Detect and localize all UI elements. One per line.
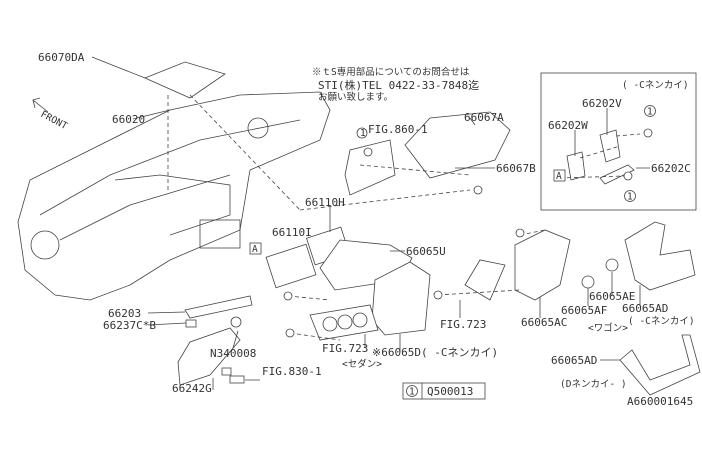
label-66202V: 66202V xyxy=(582,97,622,110)
note-line-1: ※ｔS専用部品についてのお問合せは xyxy=(312,66,470,78)
label-66203: 66203 xyxy=(108,307,141,320)
label-66065U: 66065U xyxy=(406,245,446,258)
label-66065D: ※66065D( -Cネンカイ) xyxy=(372,346,498,359)
label-66237CB: 66237C*B xyxy=(103,319,156,332)
label-fig-860-1: FIG.860-1 xyxy=(368,123,428,136)
label-66067B: 66067B xyxy=(496,162,536,175)
label-66065AE: 66065AE xyxy=(589,290,635,303)
diagram-id: A660001645 xyxy=(627,395,693,408)
label-66202W: 66202W xyxy=(548,119,588,132)
label-66065AC: 66065AC xyxy=(521,316,567,329)
label-sedan: <セダン> xyxy=(342,358,382,370)
label-66070DA: 66070DA xyxy=(38,51,85,64)
note-line-2: STI(株)TEL 0422-33-7848迄 xyxy=(318,78,479,92)
legend-part: Q500013 xyxy=(427,385,473,398)
vent-drawing xyxy=(265,243,317,289)
label-66065AF: 66065AF xyxy=(561,304,607,317)
upper-box-drawing xyxy=(404,111,511,179)
label-66065AD-2: 66065AD xyxy=(551,354,597,367)
label-66242G: 66242G xyxy=(172,382,212,395)
label-66202C: 66202C xyxy=(651,162,691,175)
dashboard-panel-drawing xyxy=(17,91,331,301)
label-d-nenkai: (Dネンカイ- ) xyxy=(560,379,627,390)
label-66067A: 66067A xyxy=(464,111,504,124)
label-wagon: <ワゴン> xyxy=(588,322,628,334)
label-66020: 66020 xyxy=(112,113,145,126)
callout-1: 1 xyxy=(360,128,366,139)
inset-callout-top: 1 xyxy=(647,107,653,118)
label-N340008: N340008 xyxy=(210,347,256,360)
label-c-nenkai: ( -Cネンカイ) xyxy=(628,316,695,327)
label-fig-723-wagon: FIG.723 xyxy=(440,318,486,331)
label-66110H: 66110H xyxy=(305,196,345,209)
label-66110I: 66110I xyxy=(272,226,312,239)
label-66065AD: 66065AD xyxy=(622,302,668,315)
front-label: FRONT xyxy=(39,109,70,132)
legend-number: 1 xyxy=(409,387,415,398)
inset-ref-a: A xyxy=(556,171,562,182)
ref-a: A xyxy=(252,244,258,255)
dash-cover-drawing xyxy=(143,61,226,99)
inset-title: ( -Cネンカイ) xyxy=(622,80,689,91)
legend: 1 Q500013 xyxy=(402,382,486,400)
label-fig-830-1: FIG.830-1 xyxy=(262,365,322,378)
label-fig-723-sedan: FIG.723 xyxy=(322,342,368,355)
inset-panel: ( -Cネンカイ) 1 1 66202V 66202W 66202C A xyxy=(540,72,697,211)
inset-callout-bottom: 1 xyxy=(627,192,633,203)
front-arrow: FRONT xyxy=(32,97,70,132)
note-line-3: お願い致します。 xyxy=(318,91,393,103)
